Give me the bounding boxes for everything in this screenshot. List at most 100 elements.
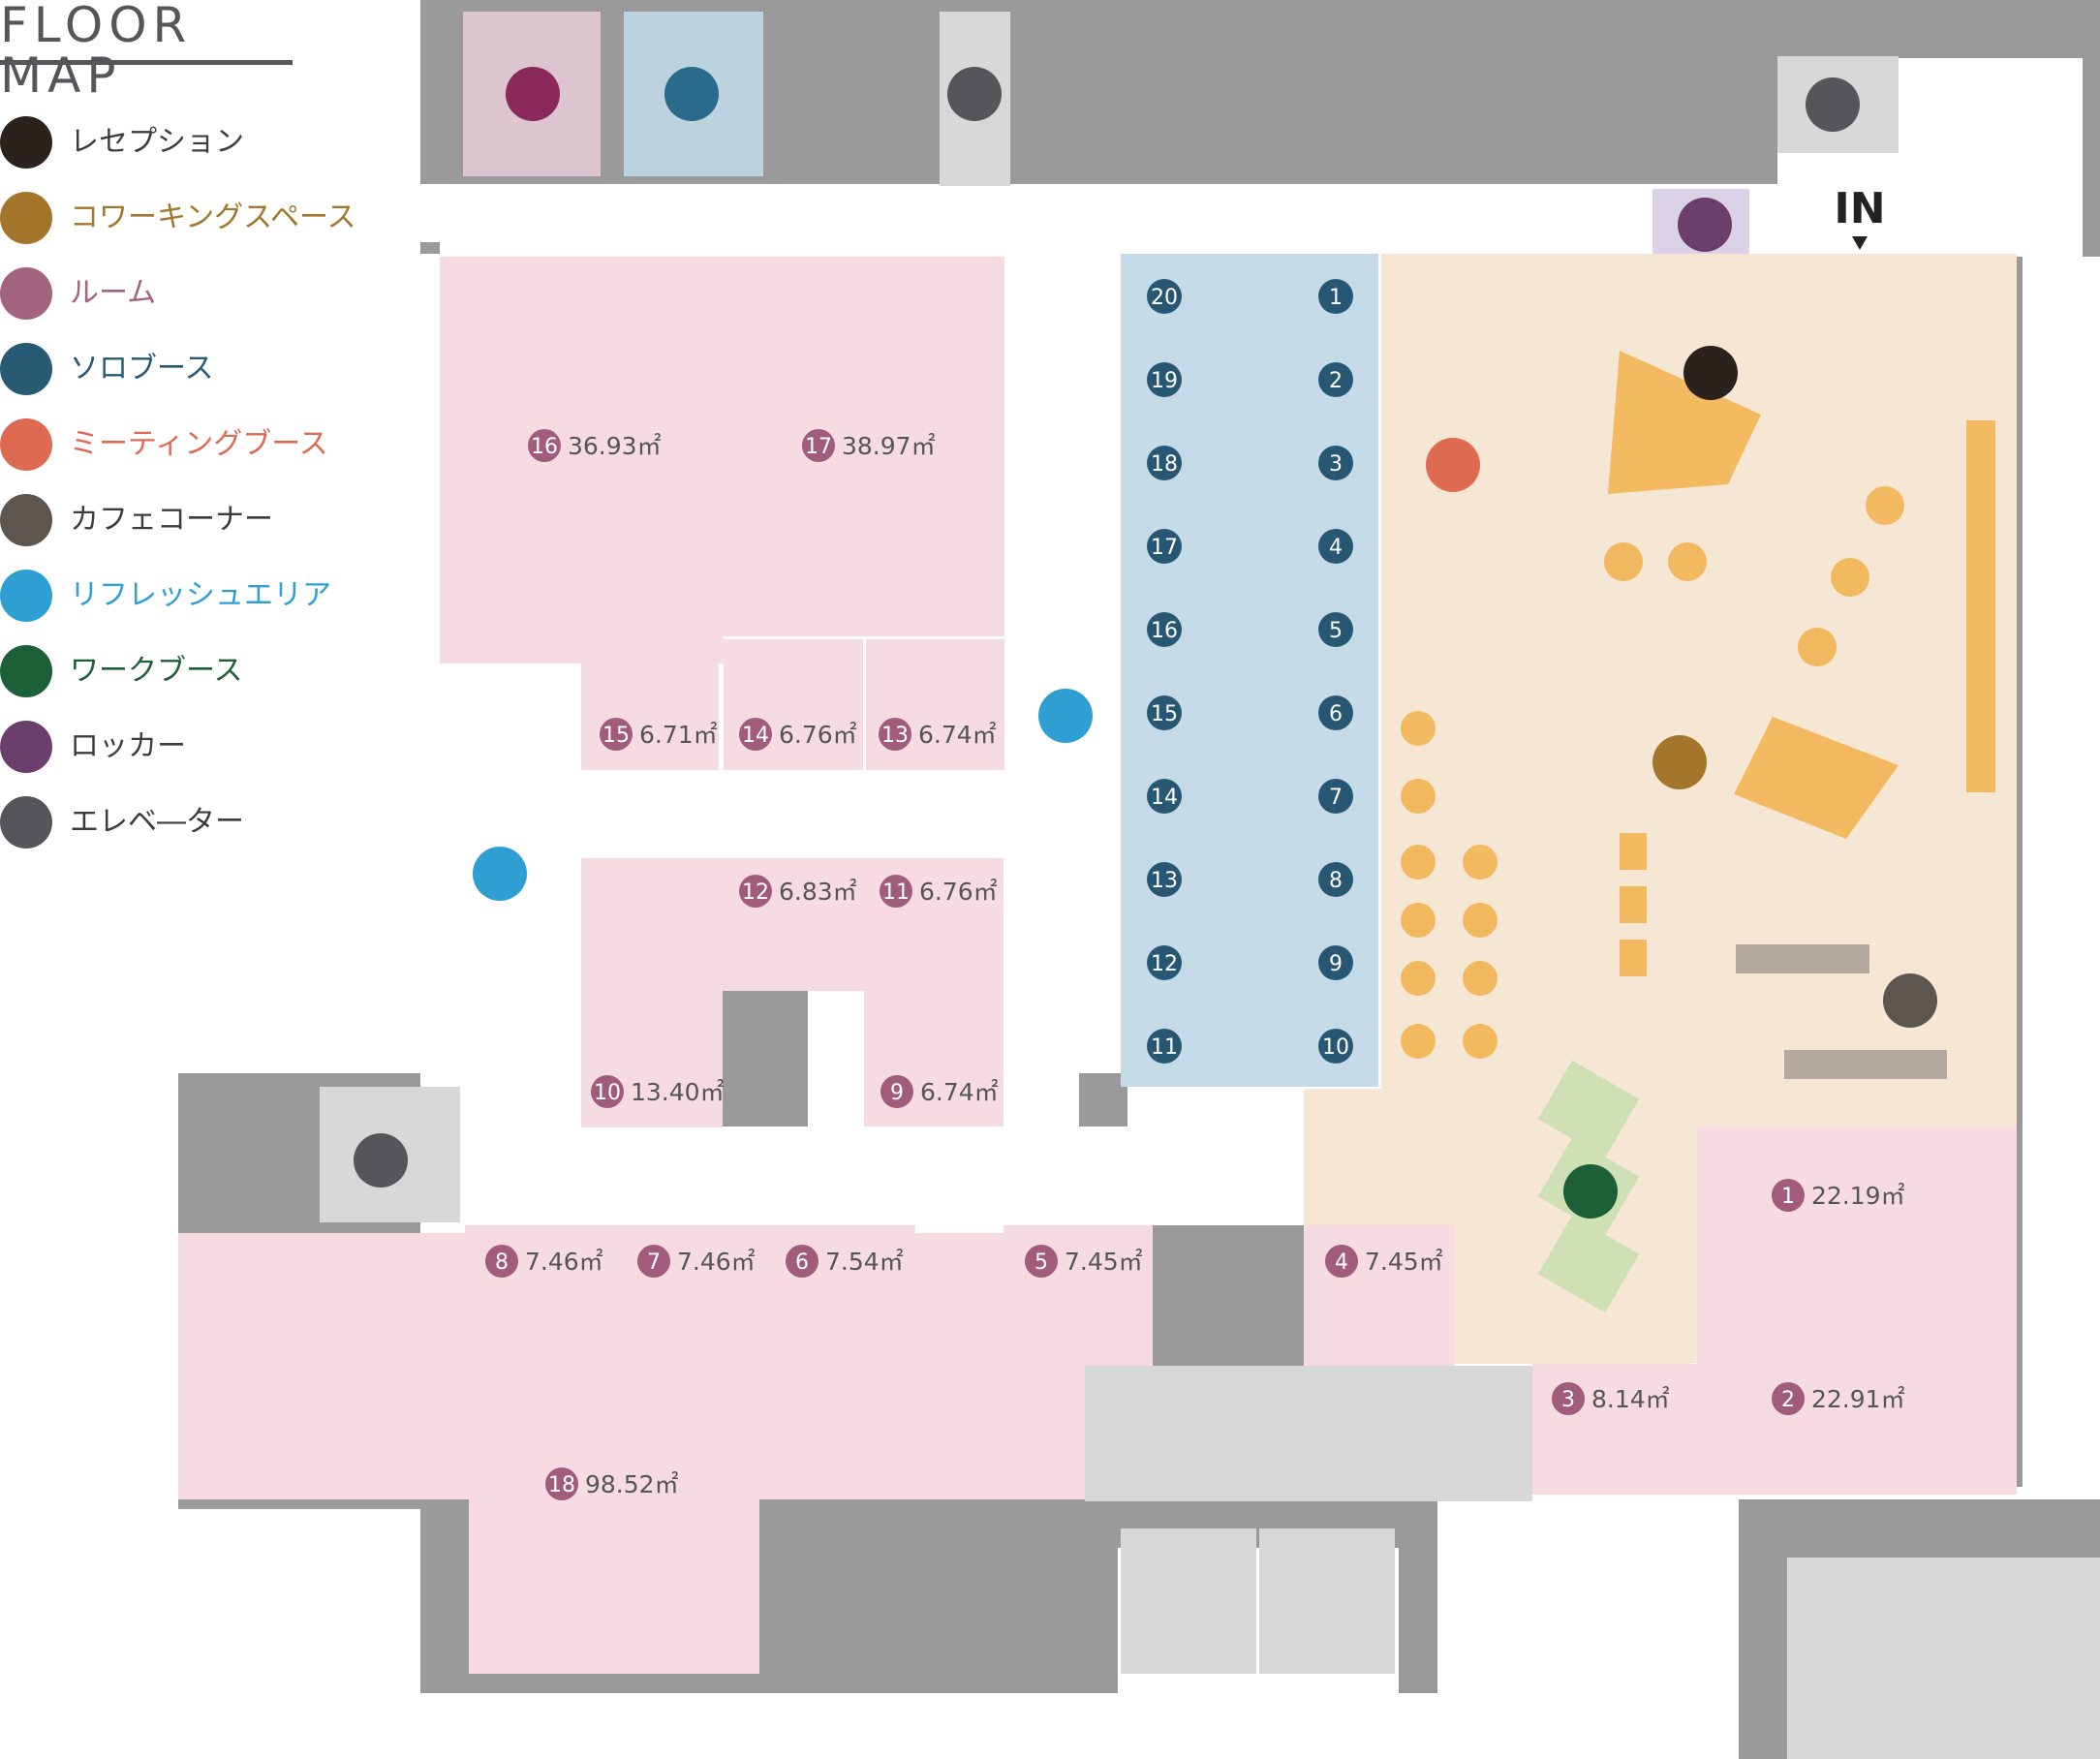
solo-booth[interactable]: 9 [1318,945,1353,980]
solo-booth[interactable]: 10 [1318,1029,1353,1064]
solo-booth[interactable]: 19 [1147,362,1182,397]
solo-booth-number: 11 [1151,1035,1178,1060]
room-number-badge [1772,1382,1805,1415]
solo-booth[interactable]: 11 [1147,1029,1182,1064]
solo-booth[interactable]: 18 [1147,446,1182,480]
room-area: 22.91㎡ [1811,1385,1905,1413]
corridor-top [440,186,1767,256]
solo-booth[interactable]: 20 [1147,279,1182,314]
legend-label: コワーキングスペース [70,201,356,234]
legend-item: ワークブース [0,645,407,703]
legend-label: ソロブース [70,352,214,386]
solo-booth[interactable]: 14 [1147,779,1182,814]
room-marker[interactable]: 9 6.74㎡ [880,1075,999,1108]
legend-label: レセプション [70,125,244,159]
room-number-badge [880,1075,913,1108]
solo-booth[interactable]: 5 [1318,612,1353,647]
room-number-badge [485,1245,518,1278]
solo-booth-badge [1147,612,1182,647]
room-number-badge [528,429,561,462]
solo-booth[interactable]: 13 [1147,862,1182,897]
solo-booth-icon [0,343,52,395]
solo-booth-number: 9 [1329,952,1343,976]
solo-booth-badge [1147,362,1182,397]
room-number: 4 [1335,1250,1348,1275]
legend-label: ワークブース [70,654,243,688]
coworking-furniture [1401,351,1995,1059]
reception-icon [1683,346,1738,400]
meeting-booth-icon [1426,438,1480,492]
legend-label: リフレッシュエリア [70,578,331,612]
room-number: 7 [647,1250,661,1275]
elevator-icon [1806,77,1860,132]
room-number: 14 [742,724,769,748]
solo-booth-number: 12 [1151,952,1178,976]
solo-booth[interactable]: 12 [1147,945,1182,980]
solo-booth[interactable]: 1 [1318,279,1353,314]
key-icon [0,721,52,773]
locker-key-icon [1678,198,1732,252]
map-icons [354,67,1937,1219]
legend-item: ルーム [0,267,407,325]
solo-booth[interactable]: 16 [1147,612,1182,647]
solo-booth[interactable]: 17 [1147,529,1182,564]
room-number-badge [637,1245,670,1278]
title-text: FLOOR MAP [0,0,193,104]
cafe-bar [1736,944,1869,973]
meeting-booth-icon [0,418,52,471]
solo-booth-number: 17 [1151,536,1178,560]
solo-booth-badge [1147,529,1182,564]
solo-booth[interactable]: 2 [1318,362,1353,397]
solo-booth-badge [1318,446,1353,480]
room-number: 13 [881,724,909,748]
room-area: 7.54㎡ [825,1248,904,1276]
solo-booth[interactable]: 4 [1318,529,1353,564]
solo-booth[interactable]: 6 [1318,695,1353,730]
entrance-label: IN [1834,184,1885,233]
elevator-icon [0,796,52,849]
solo-booth-badge [1147,1029,1182,1064]
solo-booth-badge [1147,279,1182,314]
room-icon [0,267,52,320]
room-area: 6.74㎡ [920,1078,999,1106]
solo-booth-badge [1147,945,1182,980]
solo-booth-number: 2 [1329,369,1343,393]
solo-booth-badge [1318,529,1353,564]
room-number-badge [600,718,633,751]
legend-item: ミーティングブース [0,418,407,477]
room-area: 6.76㎡ [919,878,998,906]
solo-booth[interactable]: 15 [1147,695,1182,730]
room-number: 5 [1035,1250,1048,1275]
legend-item: コワーキングスペース [0,192,407,250]
solo-booth[interactable]: 7 [1318,779,1353,814]
legend-label: ロッカー [70,729,186,763]
room-number-badge [879,718,911,751]
solo-booth-number: 4 [1329,536,1343,560]
solo-booth[interactable]: 8 [1318,862,1353,897]
legend-label: カフェコーナー [70,503,273,537]
solo-booth[interactable]: 3 [1318,446,1353,480]
room-number: 18 [548,1473,575,1497]
room-number: 9 [890,1081,904,1105]
refresh-icon [1038,689,1093,743]
